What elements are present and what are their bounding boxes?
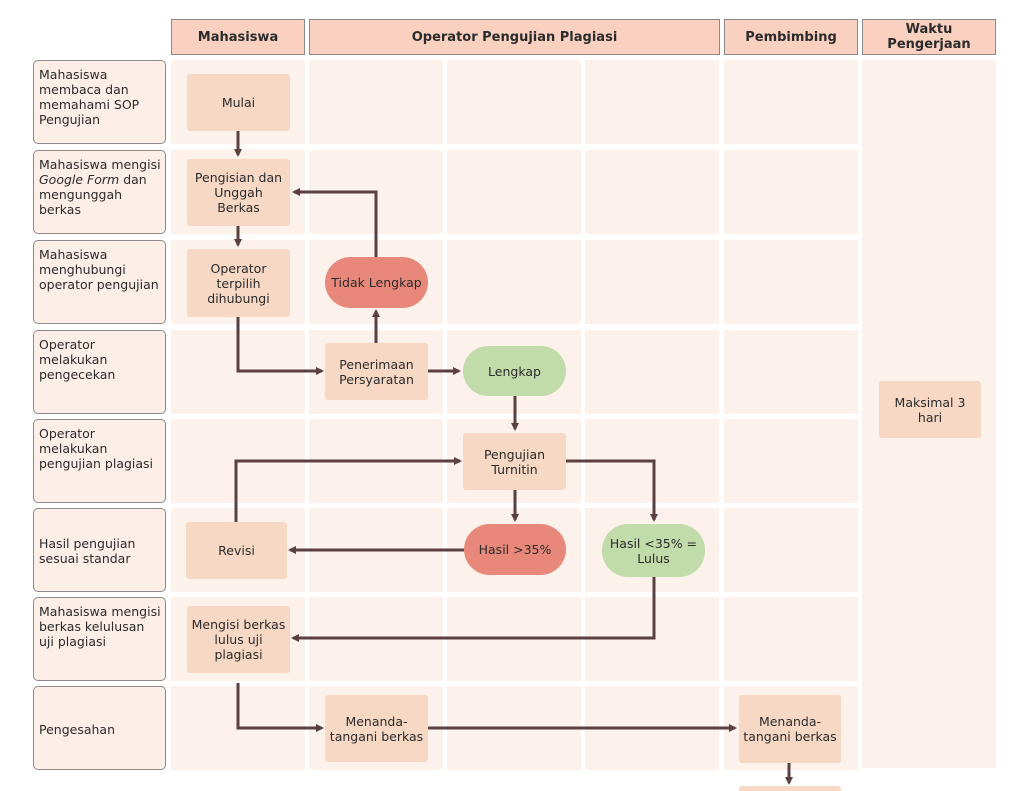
grid-cell [585, 686, 719, 770]
node-waktu: Maksimal 3 hari [879, 381, 981, 438]
grid-cell [724, 330, 858, 414]
node-revisi: Revisi [186, 522, 287, 579]
grid-cell [309, 60, 443, 144]
grid-cell [171, 419, 305, 503]
grid-cell [309, 597, 443, 681]
grid-cell [447, 150, 581, 234]
grid-cell [724, 150, 858, 234]
grid-cell [447, 60, 581, 144]
grid-cell [585, 419, 719, 503]
row-label-google-form: Mahasiswa mengisi Google Form dan mengun… [33, 150, 166, 234]
node-pengujian-turnitin: Pengujian Turnitin [463, 433, 566, 490]
grid-cell [585, 330, 719, 414]
header-waktu: Waktu Pengerjaan [862, 19, 996, 55]
grid-cell [724, 240, 858, 324]
row-label-sop: Mahasiswa membaca dan memahami SOP Pengu… [33, 60, 166, 144]
grid-cell [585, 150, 719, 234]
node-hasil-kurang: Hasil <35% = Lulus [602, 524, 705, 577]
row-label-hasil: Hasil pengujian sesuai standar [33, 508, 166, 592]
node-penerimaan: Penerimaan Persyaratan [325, 343, 428, 400]
header-operator: Operator Pengujian Plagiasi [309, 19, 720, 55]
grid-cell [309, 508, 443, 592]
grid-cell [585, 60, 719, 144]
grid-cell [447, 597, 581, 681]
row-label-pengesahan: Pengesahan [33, 686, 166, 770]
node-lengkap: Lengkap [463, 346, 566, 396]
node-mengisi-berkas: Mengisi berkas lulus uji plagiasi [187, 606, 290, 673]
grid-cell [724, 419, 858, 503]
node-tidak-lengkap: Tidak Lengkap [325, 257, 428, 308]
grid-cell [585, 240, 719, 324]
grid-cell [585, 597, 719, 681]
grid-cell [171, 330, 305, 414]
grid-cell [309, 150, 443, 234]
grid-cell [724, 508, 858, 592]
grid-cell [171, 686, 305, 770]
header-pembimbing: Pembimbing [724, 19, 858, 55]
node-menandatangani-operator: Menanda-tangani berkas [325, 695, 428, 762]
node-hasil-lebih: Hasil >35% [464, 524, 566, 575]
grid-cell [309, 419, 443, 503]
row-label-pengujian: Operator melakukan pengujian plagiasi [33, 419, 166, 503]
row-label-mengisi: Mahasiswa mengisi berkas kelulusan uji p… [33, 597, 166, 681]
grid-cell [447, 240, 581, 324]
node-mulai: Mulai [187, 74, 290, 131]
row-label-hubungi: Mahasiswa menghubungi operator pengujian [33, 240, 166, 324]
grid-cell [724, 597, 858, 681]
header-mahasiswa: Mahasiswa [171, 19, 305, 55]
grid-cell [724, 60, 858, 144]
node-pengisian: Pengisian dan Unggah Berkas [187, 159, 290, 226]
grid-cell [447, 686, 581, 770]
node-next-partial [739, 786, 841, 791]
node-operator-dihubungi: Operator terpilih dihubungi [187, 249, 290, 317]
node-menandatangani-pembimbing: Menanda-tangani berkas [739, 695, 841, 763]
row-label-pengecekan: Operator melakukan pengecekan [33, 330, 166, 414]
